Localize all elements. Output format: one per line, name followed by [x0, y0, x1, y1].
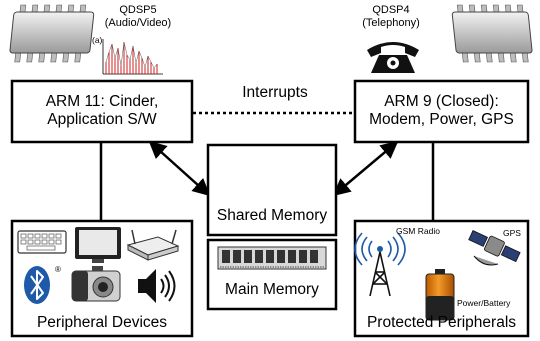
arm11-line2: Application S/W	[47, 110, 157, 128]
arm11-line1: ARM 11: Cinder,	[45, 93, 159, 110]
bluetooth-icon	[24, 266, 50, 304]
satellite-icon	[468, 230, 521, 263]
keyboard-icon	[17, 230, 67, 254]
router-icon	[126, 229, 180, 261]
shared-memory-box	[206, 143, 338, 237]
qdsp4-subtitle: (Telephony)	[362, 16, 420, 29]
signal-plot-icon	[102, 39, 163, 75]
qdsp5-label: QDSP5 (Audio/Video)	[103, 4, 173, 29]
shared-memory-label: Shared Memory	[216, 207, 328, 224]
chip-icon	[451, 4, 533, 63]
qdsp4-label: QDSP4 (Telephony)	[356, 4, 426, 29]
arm9-shared-arrow	[332, 140, 399, 197]
camera-icon	[71, 266, 121, 302]
qdsp4-name: QDSP4	[372, 4, 410, 16]
speaker-icon	[138, 269, 176, 303]
battery-icon	[425, 269, 455, 321]
peripheral-devices-label: Peripheral Devices	[36, 314, 168, 331]
gps-label: GPS	[503, 228, 521, 238]
signal-plot-axis-label: (a)	[92, 35, 103, 45]
interrupts-label: Interrupts	[242, 84, 308, 101]
arm11-box	[10, 79, 194, 144]
memory-module-icon	[217, 246, 327, 270]
main-memory-label: Main Memory	[225, 281, 319, 298]
power-battery-label: Power/Battery	[457, 298, 511, 308]
qdsp5-subtitle: (Audio/Video)	[104, 16, 172, 29]
qdsp5-name: QDSP5	[119, 4, 157, 16]
arm9-line1: ARM 9 (Closed):	[384, 93, 499, 110]
arm11-shared-arrow	[148, 140, 211, 197]
arm9-line2: Modem, Power, GPS	[369, 110, 514, 128]
monitor-icon	[75, 227, 121, 263]
radio-tower-icon	[354, 232, 406, 297]
chip-icon	[9, 4, 95, 63]
telephone-icon	[367, 42, 419, 73]
arm9-label: ARM 9 (Closed): Modem, Power, GPS	[355, 93, 528, 129]
arm9-box	[353, 79, 530, 144]
arm11-label: ARM 11: Cinder, Application S/W	[12, 93, 192, 129]
protected-peripherals-label: Protected Peripherals	[366, 314, 517, 331]
satellite-dish-icon	[473, 255, 499, 266]
registered-mark-icon: ®	[55, 265, 61, 274]
gsm-radio-label: GSM Radio	[396, 226, 440, 236]
